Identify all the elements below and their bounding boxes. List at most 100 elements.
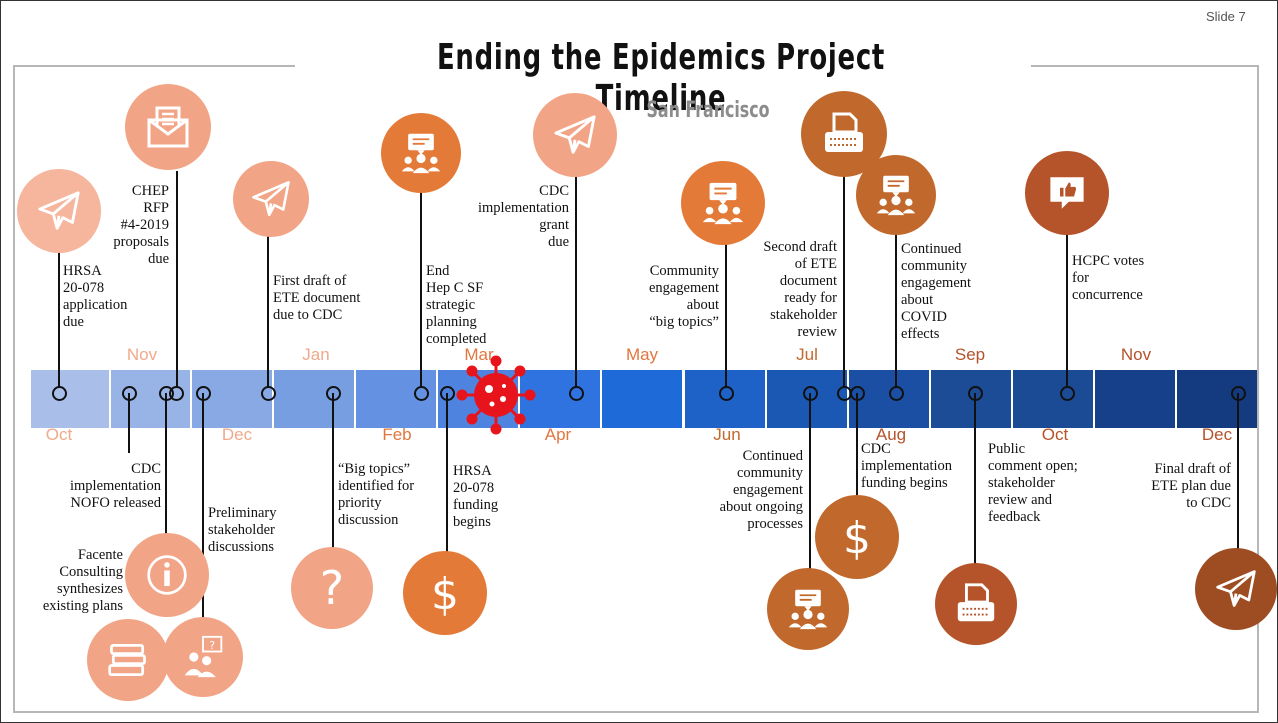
timeline-marker[interactable]: [261, 386, 276, 401]
connector-line: [267, 231, 269, 388]
connector-line: [446, 393, 448, 555]
thumbs-up-icon: [1025, 151, 1109, 235]
timeline-marker[interactable]: [196, 386, 211, 401]
typewriter-icon: [935, 563, 1017, 645]
timeline-marker[interactable]: [1060, 386, 1075, 401]
month-label: May: [625, 345, 659, 364]
svg-text:?: ?: [209, 639, 215, 652]
month-label: Oct: [1041, 425, 1069, 444]
chat-group-icon: [381, 113, 461, 193]
paper-plane-icon: [233, 161, 309, 237]
connector-line: [202, 393, 204, 619]
connector-line: [843, 171, 845, 388]
connector-line: [58, 249, 60, 388]
month-label: Dec: [221, 425, 253, 444]
month-label: Jun: [713, 425, 741, 444]
timeline-marker[interactable]: [52, 386, 67, 401]
timeline-marker[interactable]: [440, 386, 455, 401]
timeline-marker[interactable]: [326, 386, 341, 401]
month-label: Jul: [796, 345, 818, 364]
timeline-marker[interactable]: [1231, 386, 1246, 401]
month-label: Feb: [382, 425, 412, 444]
month-label: Oct: [45, 425, 73, 444]
timeline-marker[interactable]: [968, 386, 983, 401]
svg-text:?: ?: [320, 564, 344, 612]
envelope-icon: [125, 84, 211, 170]
frame-top-left: [13, 65, 295, 67]
month-label: Mar: [464, 345, 494, 364]
paper-plane-icon: [1195, 548, 1277, 630]
timeline-segment: [1013, 370, 1093, 428]
timeline-marker[interactable]: [803, 386, 818, 401]
timeline-marker[interactable]: [889, 386, 904, 401]
timeline-marker[interactable]: [169, 386, 184, 401]
timeline-marker[interactable]: [122, 386, 137, 401]
month-label: Aug: [875, 425, 907, 444]
question-icon: ?: [291, 547, 373, 629]
timeline-marker[interactable]: [850, 386, 865, 401]
frame-bottom: [13, 711, 1259, 713]
svg-text:$: $: [843, 513, 871, 563]
month-label: Nov: [126, 345, 158, 364]
month-label: Dec: [1201, 425, 1233, 444]
page-subtitle: San Francisco: [646, 98, 770, 123]
connector-line: [856, 393, 858, 515]
connector-line: [1066, 201, 1068, 388]
chat-group-icon: [856, 155, 936, 235]
paper-plane-icon: [17, 169, 101, 253]
slide-number: Slide 7: [1206, 9, 1246, 24]
timeline-marker[interactable]: [414, 386, 429, 401]
connector-line: [1237, 393, 1239, 553]
timeline-segment: [31, 370, 109, 428]
question-group-icon: ?: [163, 617, 243, 697]
info-icon: [125, 533, 209, 617]
month-label: Nov: [1120, 345, 1152, 364]
timeline-marker[interactable]: [719, 386, 734, 401]
books-icon: [87, 619, 169, 701]
connector-line: [165, 393, 167, 535]
dollar-icon: $: [403, 551, 487, 635]
chat-group-icon: [681, 161, 765, 245]
connector-line: [895, 201, 897, 388]
chat-group-icon: [767, 568, 849, 650]
connector-line: [725, 241, 727, 388]
connector-line: [575, 171, 577, 388]
connector-line: [420, 181, 422, 388]
connector-line: [809, 393, 811, 581]
connector-line: [128, 393, 130, 453]
month-label: Apr: [544, 425, 572, 444]
timeline-segment: [602, 370, 682, 428]
timeline-marker[interactable]: [569, 386, 584, 401]
timeline-segment: [274, 370, 354, 428]
timeline-segment: [1177, 370, 1257, 428]
virus-icon: [456, 355, 536, 435]
connector-line: [176, 171, 178, 388]
month-label: Jan: [302, 345, 330, 364]
svg-text:$: $: [431, 569, 459, 619]
frame-top-right: [1031, 65, 1257, 67]
dollar-icon: $: [815, 495, 899, 579]
timeline-segment: [1095, 370, 1175, 428]
frame-right: [1257, 65, 1259, 713]
paper-plane-icon: [533, 93, 617, 177]
connector-line: [332, 393, 334, 551]
